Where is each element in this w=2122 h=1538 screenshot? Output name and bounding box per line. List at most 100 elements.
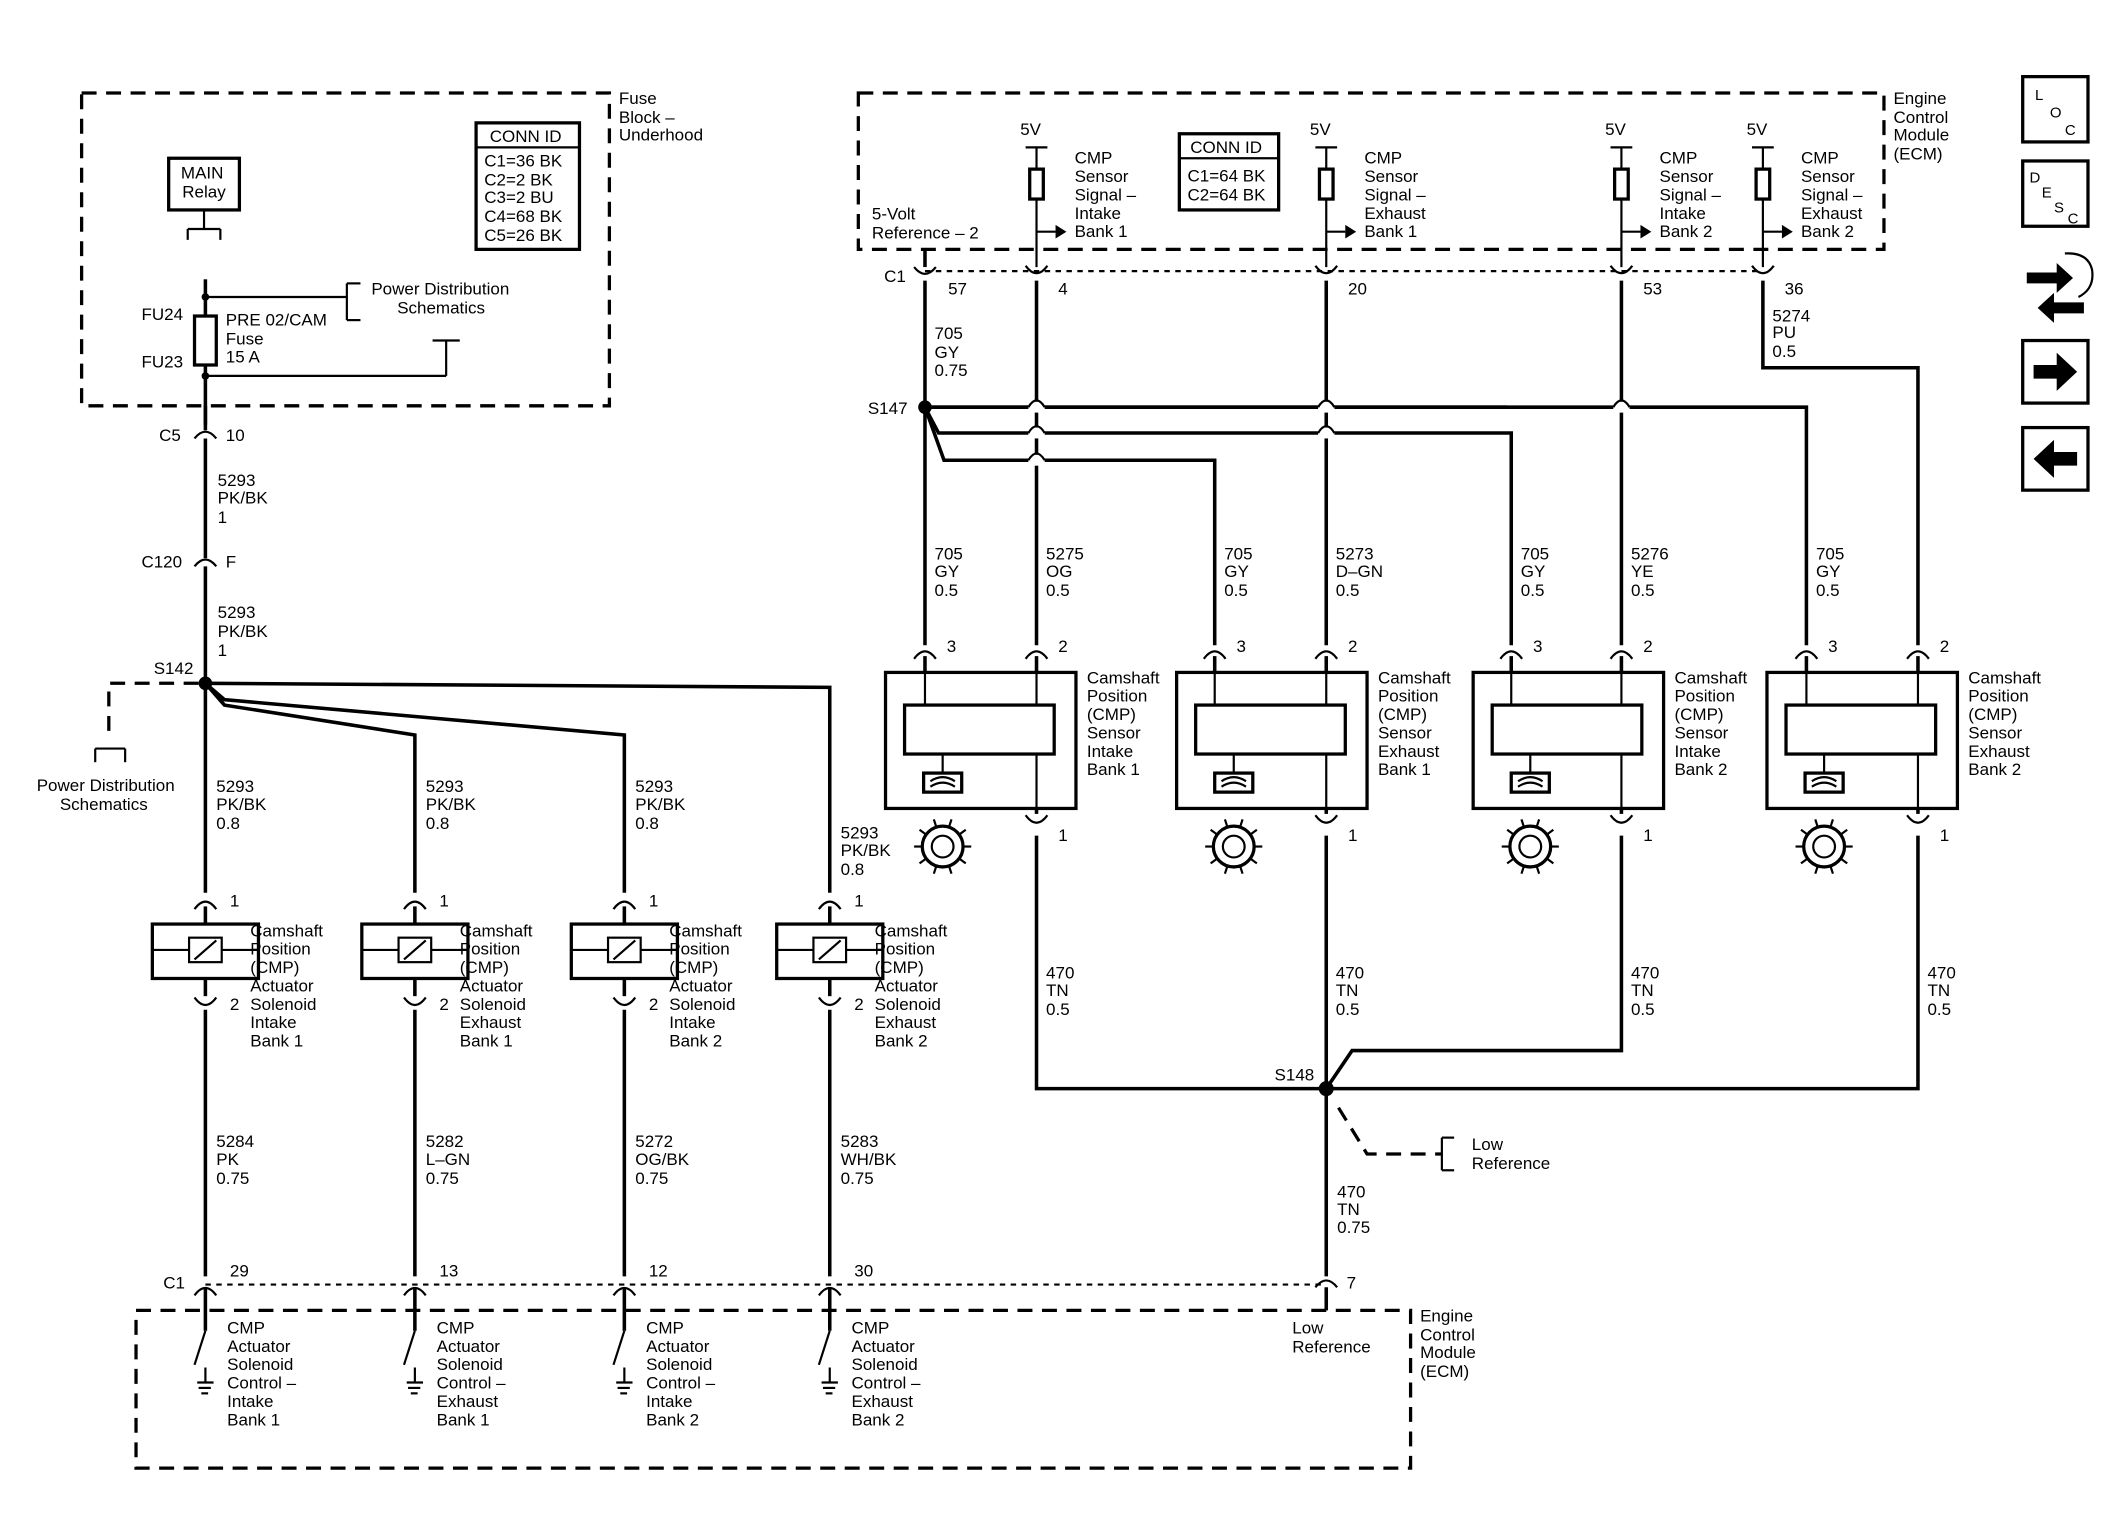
pin-label: 1 bbox=[1348, 826, 1357, 845]
ecm-pin-label: 53 bbox=[1643, 279, 1662, 298]
signal-label: Exhaust bbox=[1801, 204, 1863, 223]
pin-label: 3 bbox=[1533, 637, 1542, 656]
actuator-label: Camshaft bbox=[669, 921, 742, 940]
wire-5274-3: 0.5 bbox=[1772, 342, 1796, 361]
wire-label: PK bbox=[216, 1150, 239, 1169]
location-button[interactable]: L O C bbox=[2021, 74, 2090, 144]
next-arrow-button[interactable] bbox=[2021, 338, 2090, 405]
pin-label: 3 bbox=[947, 637, 956, 656]
power-dist-label-2: Schematics bbox=[397, 298, 485, 317]
wire-label: TN bbox=[1631, 981, 1654, 1000]
wire-label: PK/BK bbox=[216, 795, 267, 814]
wire-label: L–GN bbox=[426, 1150, 470, 1169]
conn-id-header: CONN ID bbox=[490, 127, 562, 146]
left-feed: C5 10 5293 PK/BK 1 C120 F 5293 PK/BK 1 S… bbox=[37, 405, 832, 893]
description-button[interactable]: D E S C bbox=[2021, 159, 2090, 228]
wire-label: 0.5 bbox=[1336, 1000, 1360, 1019]
ecm-top-title-4: (ECM) bbox=[1893, 145, 1942, 164]
pin-label: 1 bbox=[854, 891, 863, 910]
sensor-label: Sensor bbox=[1674, 723, 1728, 742]
sensor-label: Camshaft bbox=[1087, 668, 1160, 687]
ecm-bottom-c1: C1 bbox=[163, 1274, 185, 1293]
signal-label: Bank 2 bbox=[1660, 222, 1713, 241]
sensor-label: Intake bbox=[1674, 742, 1720, 761]
signal-label: Intake bbox=[1660, 204, 1706, 223]
wire-label: GY bbox=[1224, 562, 1249, 581]
fuse-label-2: Fuse bbox=[226, 330, 264, 349]
c5-label: C5 bbox=[159, 426, 181, 445]
pin-label: 1 bbox=[649, 891, 658, 910]
previous-arrow-button[interactable] bbox=[2021, 425, 2090, 492]
ecm-output-label: Exhaust bbox=[437, 1392, 499, 1411]
wire-label: PK/BK bbox=[841, 841, 892, 860]
wire-label: 5284 bbox=[216, 1132, 254, 1151]
wire-label: 0.8 bbox=[635, 814, 659, 833]
signal-label: Sensor bbox=[1364, 167, 1418, 186]
ref-wire-1: 705 bbox=[934, 324, 962, 343]
wire-label: 470 bbox=[1046, 963, 1074, 982]
wire-label: 0.5 bbox=[1046, 1000, 1070, 1019]
ecm-output-label: Control – bbox=[852, 1374, 922, 1393]
actuator-label: Solenoid bbox=[460, 995, 526, 1014]
ecm-output-label: Intake bbox=[227, 1392, 273, 1411]
ecm-pin-label: 29 bbox=[230, 1261, 249, 1280]
fuse-block-title-2: Block – bbox=[619, 108, 675, 127]
wire-5293a-3: 1 bbox=[218, 508, 227, 527]
sensor-label: Exhaust bbox=[1378, 742, 1440, 761]
ecm-output-label: Bank 2 bbox=[646, 1410, 699, 1429]
ecm-output-label: Control – bbox=[437, 1374, 507, 1393]
pin-label: 2 bbox=[439, 995, 448, 1014]
sensor-label: Position bbox=[1968, 687, 2028, 706]
low-ref-label-1: Low bbox=[1472, 1135, 1504, 1154]
wire-label: D–GN bbox=[1336, 562, 1383, 581]
pin-label: 2 bbox=[649, 995, 658, 1014]
wire-label: 470 bbox=[1927, 963, 1955, 982]
loc-c: C bbox=[2065, 122, 2076, 139]
actuator-group: 5293PK/BK0.812CamshaftPosition(CMP)Actua… bbox=[150, 777, 948, 1429]
ecm-conn-id-table: CONN ID C1=64 BK C2=64 BK bbox=[1177, 132, 1281, 212]
signal-label: Signal – bbox=[1364, 185, 1426, 204]
ref-wire-3: 0.75 bbox=[934, 361, 967, 380]
low-ref-ecm-2: Reference bbox=[1292, 1338, 1370, 1357]
low-ref-pin: 7 bbox=[1347, 1274, 1356, 1293]
sensor-label: Sensor bbox=[1968, 723, 2022, 742]
wire-label: 5293 bbox=[216, 777, 254, 796]
pin-label: 2 bbox=[1058, 637, 1067, 656]
actuator-label: Actuator bbox=[669, 976, 733, 995]
pin-label: 2 bbox=[1940, 637, 1949, 656]
fuse-block-title-3: Underhood bbox=[619, 126, 703, 145]
fuse-label-3: 15 A bbox=[226, 347, 261, 366]
main-relay-label-2: Relay bbox=[182, 183, 226, 202]
wire-label: 0.75 bbox=[426, 1169, 459, 1188]
desc-d: D bbox=[2030, 170, 2041, 187]
actuator-label: Camshaft bbox=[250, 921, 323, 940]
gear-icon bbox=[914, 819, 972, 875]
wire-label: PK/BK bbox=[426, 795, 477, 814]
wire-label: 0.5 bbox=[1336, 581, 1360, 600]
conn-id-row: C1=36 BK bbox=[484, 151, 563, 170]
ref-wire-2: GY bbox=[934, 343, 959, 362]
ecm-conn-id-row: C1=64 BK bbox=[1188, 166, 1267, 185]
signal-label: Exhaust bbox=[1364, 204, 1426, 223]
ecm-conn-id-row: C2=64 BK bbox=[1188, 185, 1267, 204]
actuator-label: Exhaust bbox=[875, 1013, 937, 1032]
sensor-label: Intake bbox=[1087, 742, 1133, 761]
wire-label: 0.8 bbox=[426, 814, 450, 833]
sensor-label: (CMP) bbox=[1378, 705, 1427, 724]
fuse-icon bbox=[192, 314, 218, 367]
wire-label: 5273 bbox=[1336, 545, 1374, 564]
ecm-bottom-title-1: Engine bbox=[1420, 1306, 1473, 1325]
pin-label: 3 bbox=[1828, 637, 1837, 656]
actuator-solenoid: 5293PK/BK0.812CamshaftPosition(CMP)Actua… bbox=[150, 777, 323, 1429]
ecm-output-label: Bank 1 bbox=[227, 1410, 280, 1429]
ecm-pin-label: 30 bbox=[854, 1261, 873, 1280]
actuator-solenoid: 5293PK/BK0.812CamshaftPosition(CMP)Actua… bbox=[775, 823, 948, 1429]
connector-view-icon[interactable] bbox=[2026, 252, 2094, 323]
ref-pin: 57 bbox=[948, 279, 967, 298]
wire-label: 0.75 bbox=[841, 1169, 874, 1188]
signal-label: CMP bbox=[1364, 149, 1402, 168]
